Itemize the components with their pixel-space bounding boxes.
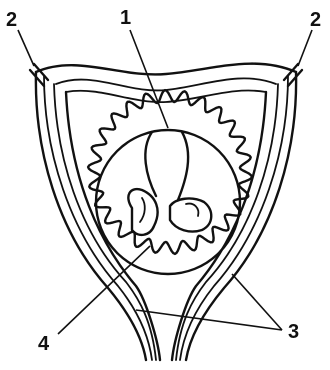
leader-line-2-left bbox=[18, 30, 34, 66]
amnion-sac bbox=[96, 130, 240, 274]
label-2-left: 2 bbox=[6, 9, 17, 31]
uterus-fundus-cavity bbox=[66, 91, 266, 103]
uterine-tube-stub-right bbox=[284, 64, 302, 86]
leader-line-1 bbox=[130, 30, 168, 128]
umbilical-cord bbox=[145, 132, 188, 200]
leader-line-2-right bbox=[298, 30, 312, 66]
label-2-right: 2 bbox=[310, 9, 321, 31]
uterus-fundus-outer bbox=[36, 64, 296, 75]
uterine-tube-stub-left bbox=[30, 64, 48, 86]
chorion bbox=[88, 90, 252, 254]
label-1: 1 bbox=[120, 7, 131, 29]
leader-line-3-a bbox=[136, 310, 282, 330]
uterus-fundus-inner bbox=[56, 78, 276, 90]
label-4: 4 bbox=[38, 333, 50, 355]
label-3: 3 bbox=[288, 321, 299, 343]
embryo bbox=[128, 189, 211, 235]
leader-line-4 bbox=[58, 246, 150, 334]
leader-line-3-b bbox=[232, 274, 282, 330]
